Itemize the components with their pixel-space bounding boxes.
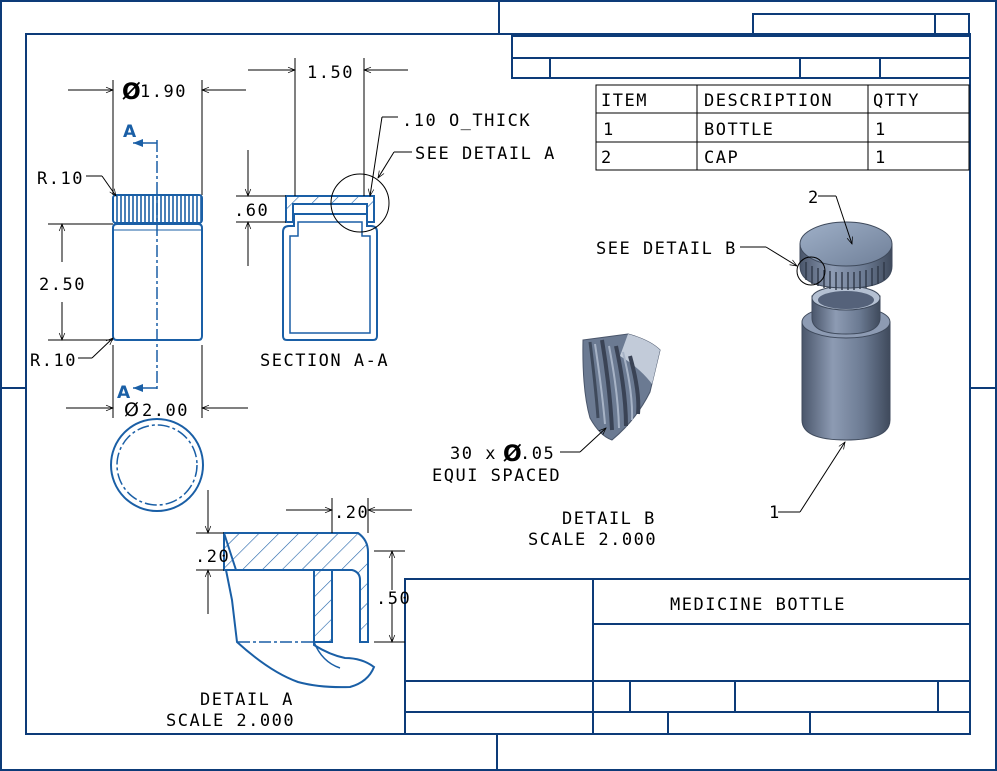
dim-thickness-note: .10 O_THICK — [402, 111, 531, 131]
diameter-symbol: Ø — [124, 399, 139, 421]
section-marker-top: A — [123, 122, 137, 142]
section-label: SECTION A-A — [260, 351, 389, 371]
isometric-view — [796, 221, 893, 441]
drawing-title: MEDICINE BOTTLE — [670, 595, 846, 615]
dim-detail-a-lip: .20 — [195, 547, 230, 567]
detail-b-scale: SCALE 2.000 — [528, 530, 657, 550]
bom-table — [595, 84, 970, 171]
detail-b-label: DETAIL B — [562, 509, 656, 529]
title-block — [404, 578, 971, 735]
diameter-symbol: Ø — [503, 442, 522, 467]
dim-detail-a-wall: .50 — [376, 589, 411, 609]
dim-cap-radius: R.10 — [37, 169, 84, 189]
ribs-diameter: .05 — [520, 444, 555, 464]
detail-a-label: DETAIL A — [200, 690, 294, 710]
bottom-view — [110, 418, 204, 512]
bom-cell: BOTTLE — [704, 120, 774, 140]
bom-cell: 2 — [601, 148, 613, 168]
bom-cell: 1 — [875, 120, 887, 140]
see-detail-b-note: SEE DETAIL B — [596, 239, 737, 259]
detail-b-leader — [560, 427, 607, 453]
dim-section-width: 1.50 — [307, 63, 354, 83]
balloon-cap-item: 2 — [808, 188, 820, 208]
bom-header-item: ITEM — [601, 91, 648, 111]
see-detail-a-note: SEE DETAIL A — [415, 144, 556, 164]
front-view-dimensions — [48, 80, 248, 418]
detail-b-view — [582, 333, 661, 441]
dim-body-height: 2.50 — [39, 275, 86, 295]
bom-cell: 1 — [603, 120, 615, 140]
bom-cell: 1 — [875, 148, 887, 168]
dim-body-diameter: 2.00 — [142, 401, 189, 421]
section-view-dimensions — [236, 58, 412, 266]
section-view — [282, 173, 390, 341]
ribs-count: 30 x — [450, 444, 497, 464]
detail-a-scale: SCALE 2.000 — [166, 711, 295, 731]
ribs-note: EQUI SPACED — [432, 466, 561, 486]
bom-header-qtty: QTTY — [873, 91, 920, 111]
section-marker-bottom: A — [117, 383, 131, 403]
dim-bottom-radius: R.10 — [30, 351, 77, 371]
detail-a-dimensions — [196, 490, 412, 643]
bom-header-description: DESCRIPTION — [704, 91, 833, 111]
dim-cap-diameter: 1.90 — [140, 82, 187, 102]
diameter-symbol: Ø — [122, 80, 141, 105]
dim-detail-a-width: .20 — [334, 503, 369, 523]
bom-cell: CAP — [704, 148, 739, 168]
balloon-bottle-item: 1 — [769, 503, 781, 523]
front-view — [112, 139, 203, 392]
isometric-leaders — [740, 195, 853, 513]
dim-cap-height: .60 — [234, 201, 269, 221]
detail-a-view — [223, 532, 376, 689]
